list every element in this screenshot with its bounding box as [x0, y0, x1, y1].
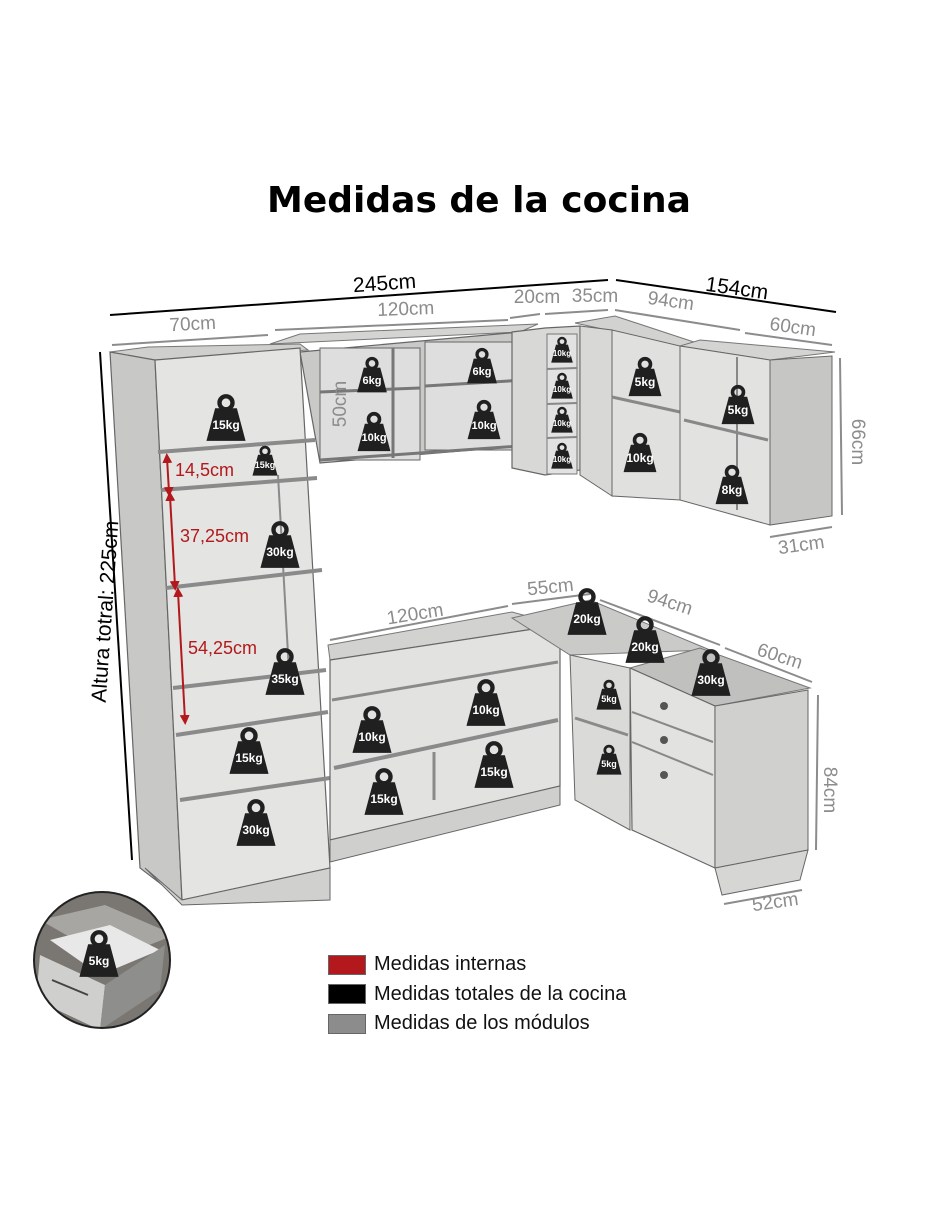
weight-label: 10kg	[358, 730, 385, 744]
weight-icon: 5kg	[595, 679, 623, 711]
weight-label: 20kg	[573, 612, 600, 626]
dim-upper-66: 66cm	[847, 419, 868, 465]
weight-icon: 30kg	[260, 523, 299, 568]
weight-icon: 10kg	[550, 336, 574, 364]
weight-icon: 15kg	[364, 770, 403, 815]
weight-label: 10kg	[553, 419, 571, 428]
weight-icon: 6kg	[465, 347, 499, 385]
weight-icon: 10kg	[550, 372, 574, 400]
tower-cabinet	[109, 343, 331, 906]
weight-icon: 30kg	[236, 801, 275, 846]
weight-icon: 10kg	[621, 432, 659, 474]
weight-icon: 15kg	[474, 743, 513, 788]
dim-upper-31: 31cm	[777, 532, 826, 559]
weight-icon: 35kg	[265, 650, 304, 695]
weight-label: 30kg	[697, 673, 724, 687]
weight-label: 20kg	[631, 640, 658, 654]
weight-label: 6kg	[473, 366, 492, 378]
weight-label: 30kg	[266, 545, 293, 559]
weight-label: 15kg	[235, 751, 262, 765]
weight-icon: 15kg	[251, 445, 279, 477]
weight-icon: 10kg	[352, 708, 391, 753]
legend-item-module: Medidas de los módulos	[328, 1009, 626, 1039]
dim-internal-1: 14,5cm	[175, 460, 234, 480]
weight-label: 35kg	[271, 672, 298, 686]
legend-swatch-red	[328, 954, 366, 975]
weight-label: 10kg	[553, 349, 571, 358]
total-dimension-lines	[99, 279, 837, 861]
legend-label: Medidas totales de la cocina	[374, 982, 627, 1005]
dim-lower-94: 94cm	[644, 586, 695, 620]
weight-icons: 15kg 15kg 30kg 35kg 15kg 30kg 6kg 6kg 10…	[206, 336, 757, 846]
dim-upper-120: 120cm	[377, 298, 435, 321]
weight-icon: 10kg	[355, 411, 393, 453]
weight-label: 6kg	[363, 375, 382, 387]
dim-lower-52: 52cm	[751, 889, 800, 916]
weight-label: 15kg	[370, 792, 397, 806]
legend-label: Medidas de los módulos	[374, 1012, 590, 1035]
weight-label: 5kg	[601, 759, 617, 769]
dim-upper-50: 50cm	[330, 381, 351, 427]
dim-total-width-right: 154cm	[704, 273, 770, 305]
weight-icon: 30kg	[691, 651, 730, 696]
weight-icon: 15kg	[229, 729, 268, 774]
weight-icon: 5kg	[626, 356, 664, 398]
dim-internal-2: 37,25cm	[180, 526, 249, 546]
weight-icon: 5kg	[719, 384, 757, 426]
weight-label: 5kg	[635, 375, 656, 389]
legend-label: Medidas internas	[374, 953, 527, 976]
weight-label: 30kg	[242, 823, 269, 837]
weight-label: 5kg	[601, 694, 617, 704]
page-title: Medidas de la cocina	[267, 180, 691, 221]
legend: Medidas internas Medidas totales de la c…	[328, 950, 626, 1039]
weight-icon: 20kg	[567, 590, 606, 635]
weight-label: 5kg	[89, 954, 110, 968]
dim-lower-55: 55cm	[526, 575, 574, 601]
weight-icon: 10kg	[550, 406, 574, 434]
dim-upper-20: 20cm	[514, 287, 560, 308]
weight-icon: 10kg	[550, 442, 574, 470]
weight-label: 10kg	[626, 451, 653, 465]
dim-upper-70: 70cm	[169, 313, 217, 336]
legend-swatch-gray	[328, 1013, 366, 1034]
weight-label: 15kg	[255, 460, 276, 470]
weight-label: 8kg	[722, 483, 743, 497]
weight-icon: 5kg	[595, 744, 623, 776]
weight-label: 10kg	[472, 703, 499, 717]
dim-lower-84: 84cm	[819, 767, 840, 813]
dim-upper-35: 35cm	[572, 286, 618, 307]
weight-label: 15kg	[212, 418, 239, 432]
dim-upper-94: 94cm	[646, 288, 695, 315]
drawer-detail-inset: 5kg	[33, 891, 171, 1029]
weight-icon: 20kg	[625, 618, 664, 663]
weight-icon: 10kg	[466, 681, 505, 726]
weight-label: 10kg	[471, 420, 496, 432]
weight-icon: 6kg	[355, 356, 389, 394]
dim-lower-120: 120cm	[385, 600, 445, 630]
weight-icon: 8kg	[713, 464, 751, 506]
dim-internal-3: 54,25cm	[188, 638, 257, 658]
weight-icon: 5kg	[79, 932, 118, 977]
legend-swatch-black	[328, 984, 366, 1005]
weight-label: 15kg	[480, 765, 507, 779]
dim-total-width: 245cm	[352, 270, 416, 297]
upper-right-cabinet	[679, 339, 836, 526]
weight-icon: 15kg	[206, 396, 245, 441]
dim-total-height: Altura totral: 225cm	[88, 520, 124, 703]
weight-label: 5kg	[728, 403, 749, 417]
weight-label: 10kg	[553, 385, 571, 394]
module-dimension-lines	[111, 309, 843, 905]
legend-item-total: Medidas totales de la cocina	[328, 980, 626, 1010]
weight-icon: 10kg	[465, 399, 503, 441]
weight-label: 10kg	[553, 455, 571, 464]
weight-label: 10kg	[361, 432, 386, 444]
internal-dimension-lines	[162, 453, 190, 725]
legend-item-internal: Medidas internas	[328, 950, 626, 980]
